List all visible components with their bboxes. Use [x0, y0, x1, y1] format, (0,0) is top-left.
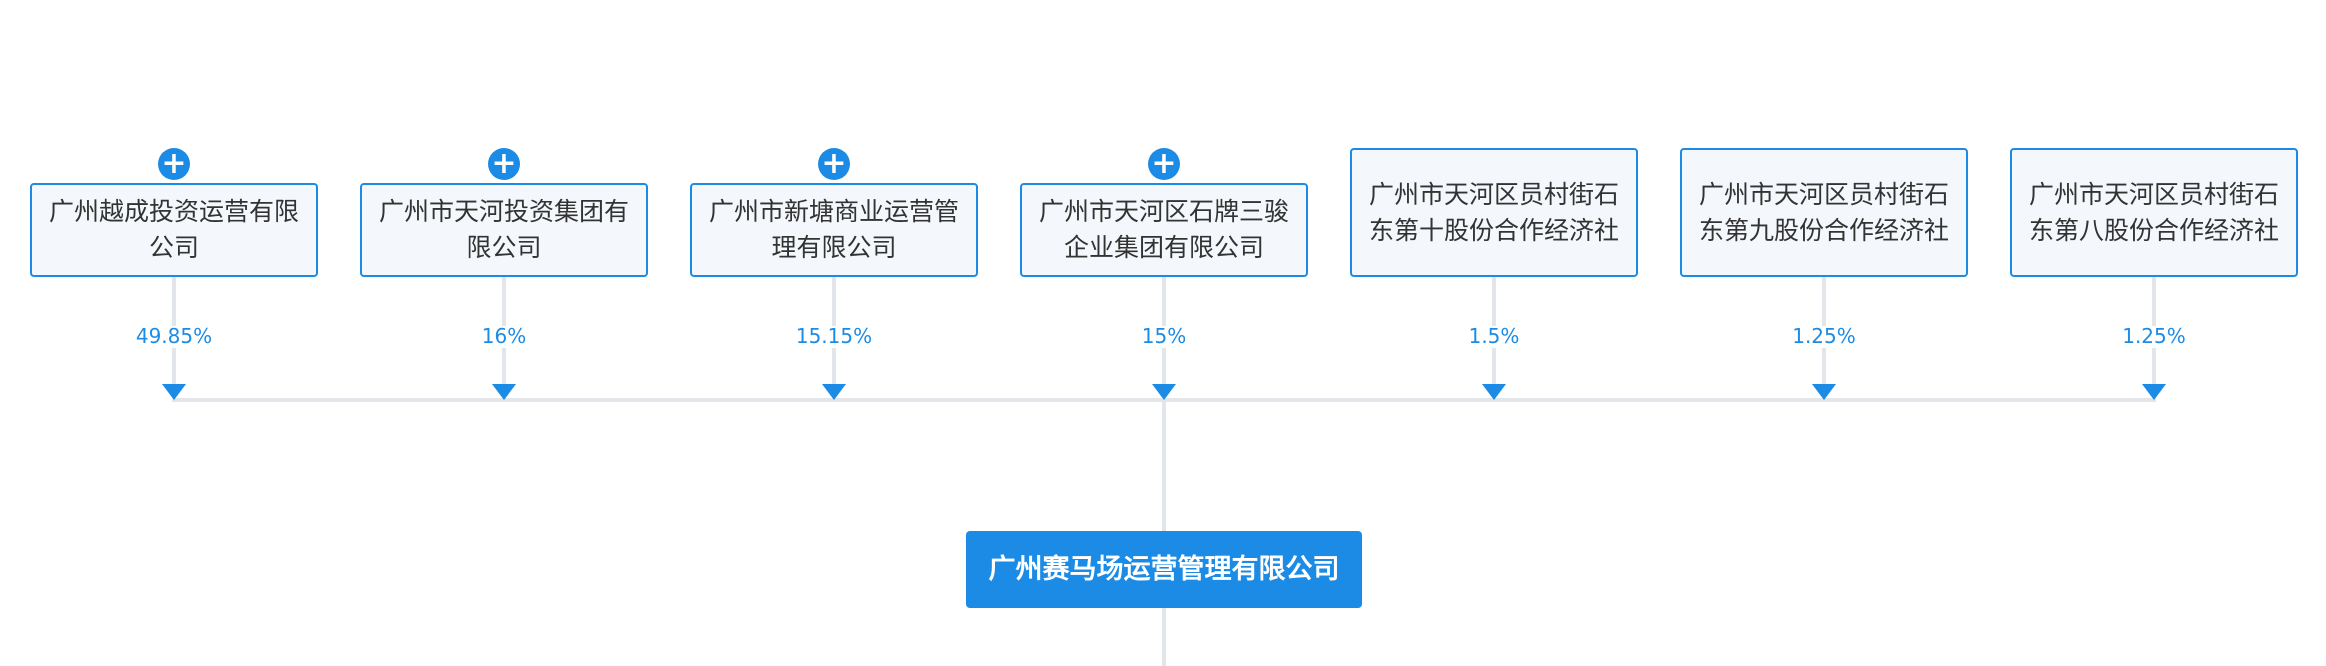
shareholding-percent: 15% — [1141, 324, 1187, 348]
arrow-down-icon — [2142, 384, 2166, 400]
shareholder-name: 广州市天河区员村街石东第十股份合作经济社 — [1368, 179, 1619, 245]
shareholder-node[interactable]: 广州市天河区员村街石东第八股份合作经济社 — [2010, 148, 2298, 277]
shareholding-percent: 16% — [481, 324, 527, 348]
shareholder-name: 广州市天河区员村街石东第九股份合作经济社 — [1698, 179, 1949, 245]
plus-icon[interactable]: + — [158, 148, 190, 180]
percent-backdrop — [134, 326, 214, 348]
percent-backdrop — [464, 326, 544, 348]
shareholder-node[interactable]: 广州市新塘商业运营管理有限公司 — [690, 183, 978, 277]
plus-icon[interactable]: + — [818, 148, 850, 180]
arrow-down-icon — [1482, 384, 1506, 400]
vertical-connector-below-company — [1162, 608, 1166, 666]
shareholder-name: 广州市新塘商业运营管理有限公司 — [708, 197, 959, 262]
percent-backdrop — [1784, 326, 1864, 348]
company-node[interactable]: 广州赛马场运营管理有限公司 — [966, 531, 1362, 608]
percent-backdrop — [1454, 326, 1534, 348]
shareholding-percent: 1.5% — [1468, 324, 1520, 348]
arrow-down-icon — [822, 384, 846, 400]
arrow-down-icon — [1152, 384, 1176, 400]
shareholding-percent: 15.15% — [795, 324, 873, 348]
shareholder-name: 广州越成投资运营有限公司 — [48, 197, 299, 262]
shareholder-name: 广州市天河区员村街石东第八股份合作经济社 — [2028, 179, 2279, 245]
vertical-connector-to-company — [1162, 402, 1166, 531]
plus-icon[interactable]: + — [488, 148, 520, 180]
percent-backdrop — [794, 326, 874, 348]
shareholder-name: 广州市天河投资集团有限公司 — [378, 197, 629, 262]
arrow-down-icon — [492, 384, 516, 400]
horizontal-connector — [172, 398, 2156, 402]
percent-backdrop — [1124, 326, 1204, 348]
shareholder-name: 广州市天河区石牌三骏企业集团有限公司 — [1038, 197, 1289, 262]
shareholding-percent: 49.85% — [135, 324, 213, 348]
plus-icon[interactable]: + — [1148, 148, 1180, 180]
shareholding-percent: 1.25% — [1792, 324, 1856, 348]
shareholding-percent: 1.25% — [2122, 324, 2186, 348]
percent-backdrop — [2114, 326, 2194, 348]
shareholder-node[interactable]: 广州市天河投资集团有限公司 — [360, 183, 648, 277]
shareholder-node[interactable]: 广州市天河区石牌三骏企业集团有限公司 — [1020, 183, 1308, 277]
shareholder-node[interactable]: 广州越成投资运营有限公司 — [30, 183, 318, 277]
arrow-down-icon — [162, 384, 186, 400]
arrow-down-icon — [1812, 384, 1836, 400]
shareholder-node[interactable]: 广州市天河区员村街石东第十股份合作经济社 — [1350, 148, 1638, 277]
shareholder-node[interactable]: 广州市天河区员村街石东第九股份合作经济社 — [1680, 148, 1968, 277]
